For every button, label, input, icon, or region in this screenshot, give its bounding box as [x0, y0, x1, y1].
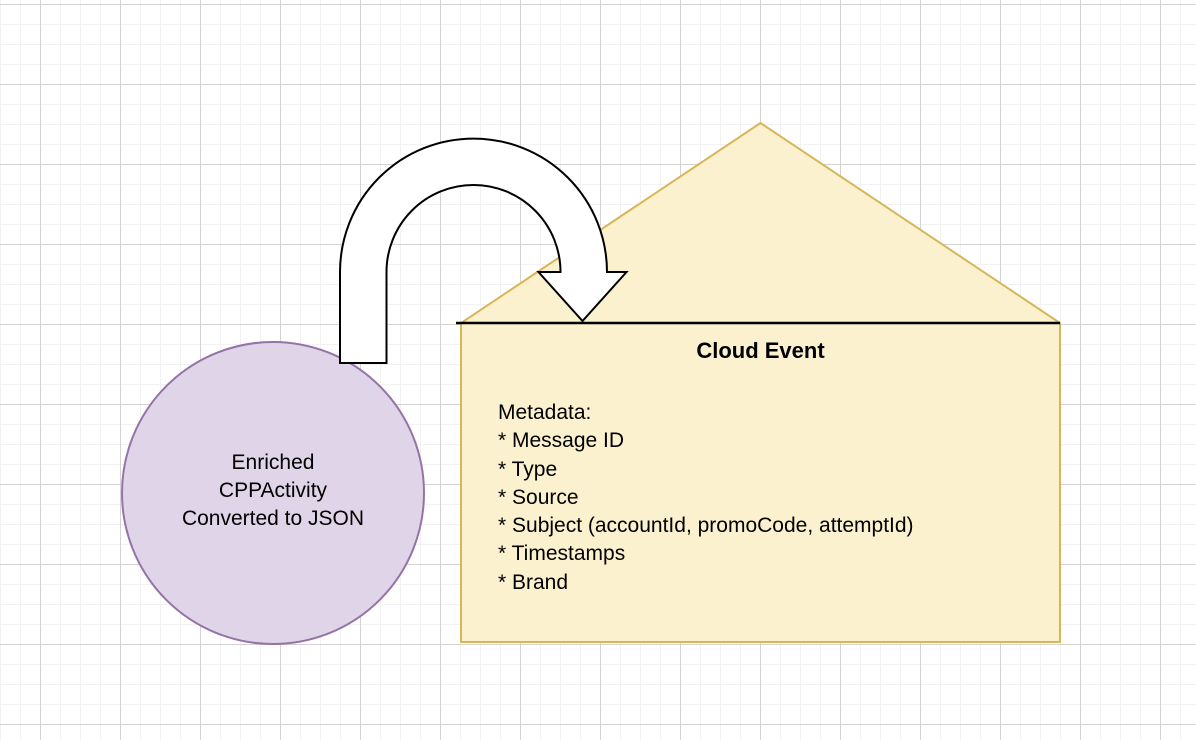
source-circle-node[interactable]	[121, 341, 425, 645]
cloud-event-house-node[interactable]	[460, 121, 1061, 643]
u-turn-arrow-connector[interactable]	[339, 137, 629, 364]
